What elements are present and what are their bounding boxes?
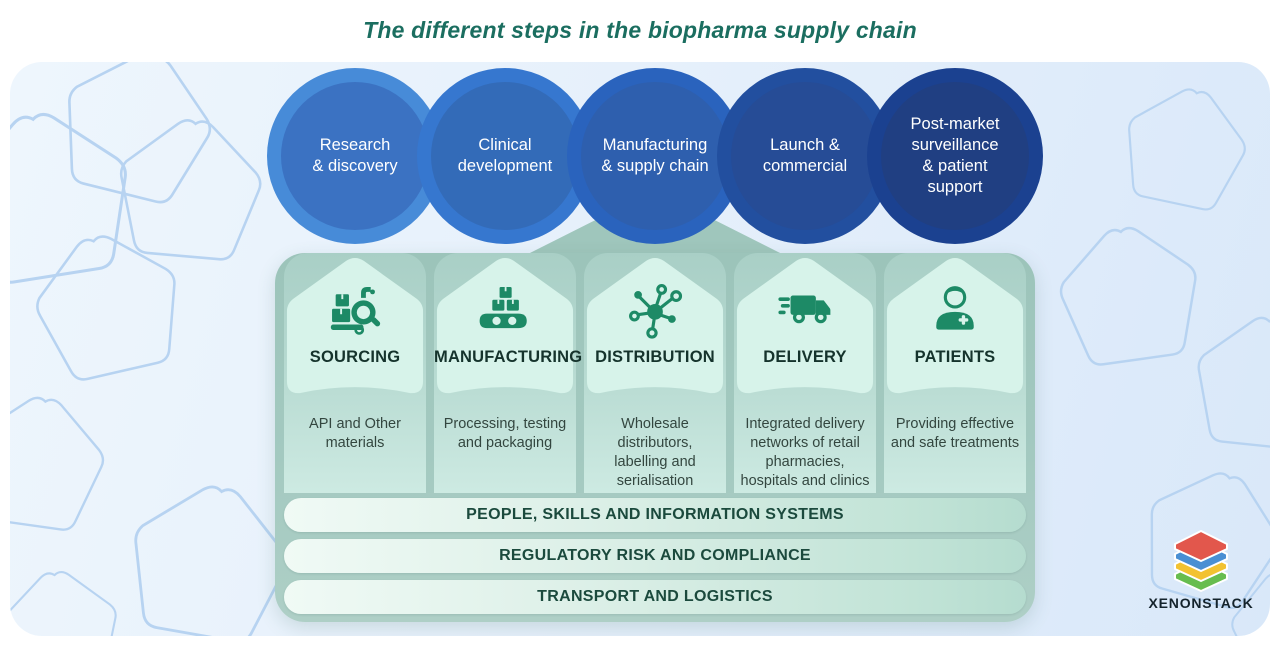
stage-post-market-surveillance: Post-market surveillance & patient suppo…	[867, 68, 1043, 244]
step-description: Providing effective and safe treatments	[890, 416, 1020, 451]
stage-circle: Manufacturing & supply chain	[581, 82, 729, 230]
stage-label: Research & discovery	[312, 135, 398, 175]
step-label: DISTRIBUTION	[595, 348, 715, 366]
stage-clinical-development: Clinical development	[417, 68, 593, 244]
conveyor-boxes-icon	[479, 287, 527, 329]
bar-label: TRANSPORT AND LOGISTICS	[537, 588, 773, 605]
step-pentagon: DELIVERY	[734, 253, 876, 401]
xenonstack-logo: XENONSTACK	[1141, 530, 1261, 611]
step-manufacturing: MANUFACTURING Processing, testing and pa…	[434, 253, 583, 493]
step-label: PATIENTS	[914, 348, 996, 366]
network-hub-icon	[629, 284, 683, 339]
step-description: Integrated delivery networks of retail p…	[740, 416, 870, 489]
patient-plus-icon	[936, 286, 974, 330]
supply-chain-steps: SOURCING API and Other materials	[275, 253, 1035, 493]
step-label: DELIVERY	[763, 348, 847, 366]
step-pentagon: DISTRIBUTION	[584, 253, 726, 401]
stage-launch-commercial: Launch & commercial	[717, 68, 893, 244]
step-pentagon: SOURCING	[284, 253, 426, 401]
step-delivery: DELIVERY Integrated delivery networks of…	[734, 253, 876, 493]
bar-label: PEOPLE, SKILLS AND INFORMATION SYSTEMS	[466, 506, 844, 523]
supply-chain-container: SOURCING API and Other materials	[275, 253, 1035, 622]
step-label: SOURCING	[309, 348, 401, 366]
step-patients: PATIENTS Providing effective and safe tr…	[884, 253, 1026, 493]
page-title: The different steps in the biopharma sup…	[363, 17, 917, 43]
stage-circle: Launch & commercial	[731, 82, 879, 230]
bar-people-skills-information: PEOPLE, SKILLS AND INFORMATION SYSTEMS	[284, 498, 1026, 532]
xenonstack-wordmark: XENONSTACK	[1148, 595, 1254, 611]
stage-circle: Post-market surveillance & patient suppo…	[881, 82, 1029, 230]
stage-label: Post-market surveillance & patient suppo…	[910, 114, 1000, 197]
stage-manufacturing-supply-chain: Manufacturing & supply chain	[567, 68, 743, 244]
delivery-truck-icon	[778, 295, 831, 324]
step-sourcing: SOURCING API and Other materials	[284, 253, 426, 493]
bar-label: REGULATORY RISK AND COMPLIANCE	[499, 547, 811, 564]
stage-circle: Clinical development	[431, 82, 579, 230]
lifecycle-stages: Research & discovery Clinical developmen…	[267, 68, 1043, 244]
bar-regulatory-risk-compliance: REGULATORY RISK AND COMPLIANCE	[284, 539, 1026, 573]
stage-label: Clinical development	[457, 135, 553, 175]
step-description: Wholesale distributors, labelling and se…	[614, 416, 696, 489]
pentagon-shape	[586, 257, 724, 394]
step-description: Processing, testing and packaging	[443, 416, 567, 451]
step-pentagon: MANUFACTURING	[434, 253, 583, 401]
step-pentagon: PATIENTS	[884, 253, 1026, 401]
pentagon-shape	[736, 257, 874, 394]
step-distribution: DISTRIBUTION Wholesale distributors, lab…	[584, 253, 726, 493]
stage-circle: Research & discovery	[281, 82, 429, 230]
step-label: MANUFACTURING	[434, 348, 583, 366]
foundation-bars: PEOPLE, SKILLS AND INFORMATION SYSTEMS R…	[284, 498, 1026, 614]
step-description: API and Other materials	[309, 416, 401, 451]
infographic-panel: Research & discovery Clinical developmen…	[10, 62, 1270, 636]
stage-research-discovery: Research & discovery	[267, 68, 443, 244]
boxes-magnifier-icon	[330, 287, 381, 335]
stage-label: Launch & commercial	[762, 135, 848, 175]
bar-transport-logistics: TRANSPORT AND LOGISTICS	[284, 580, 1026, 614]
stage-label: Manufacturing & supply chain	[601, 135, 709, 175]
xenonstack-stack-icon	[1174, 530, 1228, 592]
